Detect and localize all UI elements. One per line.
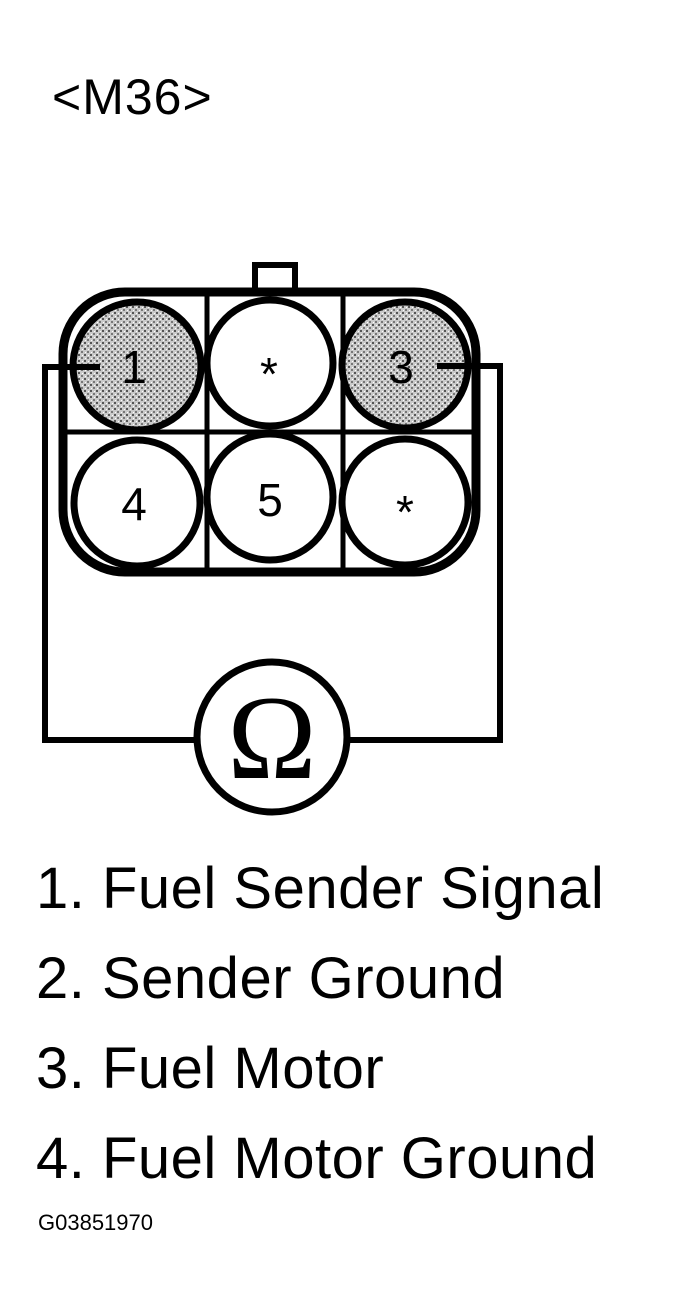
figure-code: G03851970: [38, 1210, 153, 1235]
pin-3-label: 3: [388, 341, 414, 393]
meter-lead-left: [42, 364, 198, 743]
legend-item: 2. Sender Ground: [36, 946, 506, 1011]
pin-5-label: 5: [257, 474, 283, 526]
legend-item: 3. Fuel Motor: [36, 1036, 385, 1101]
connector-diagram: 1 * 3 4 5 * Ω: [42, 262, 503, 816]
pin-5-cavity: [203, 430, 337, 564]
ohmmeter: [193, 658, 351, 816]
pin-2-label: *: [260, 348, 278, 400]
pin-2-cavity: [203, 296, 337, 430]
pin-4-cavity: [70, 436, 204, 570]
legend-item: 4. Fuel Motor Ground: [36, 1126, 598, 1191]
meter-lead-right: [347, 363, 503, 743]
ohm-icon: Ω: [227, 671, 316, 804]
connector-id-label: <M36>: [52, 69, 213, 125]
pin-legend: 1. Fuel Sender Signal 2. Sender Ground 3…: [36, 860, 604, 1220]
legend-item: 1. Fuel Sender Signal: [36, 856, 605, 921]
pin-1-label: 1: [121, 341, 147, 393]
pin-6-label: *: [396, 486, 414, 538]
pin-6-cavity: [338, 435, 472, 569]
pin-4-label: 4: [121, 478, 147, 530]
